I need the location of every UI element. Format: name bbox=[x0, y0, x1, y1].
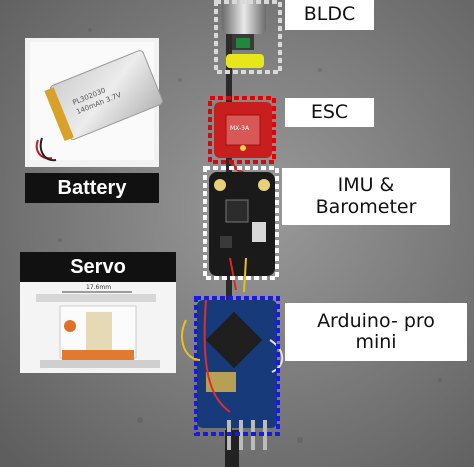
bldc-box bbox=[214, 0, 282, 74]
servo-label: Servo bbox=[20, 252, 176, 282]
bldc-label: BLDC bbox=[285, 0, 374, 30]
arduino-label: Arduino- pro mini bbox=[285, 303, 467, 361]
esc-box bbox=[208, 96, 276, 164]
servo-dimension: 17.6mm bbox=[86, 284, 111, 291]
battery-photo: PL302030140mAh 3.7V bbox=[25, 38, 163, 167]
imu-box bbox=[203, 166, 279, 280]
bldc-motor bbox=[222, 0, 266, 68]
esc-chip-text: MX-3A bbox=[230, 125, 250, 132]
battery-label: Battery bbox=[25, 173, 159, 203]
imu-barometer-label: IMU & Barometer bbox=[282, 168, 450, 225]
servo-photo: 17.6mm bbox=[20, 282, 176, 373]
esc-label: ESC bbox=[285, 98, 374, 127]
arduino-box bbox=[194, 296, 280, 436]
imu-board bbox=[209, 172, 275, 293]
